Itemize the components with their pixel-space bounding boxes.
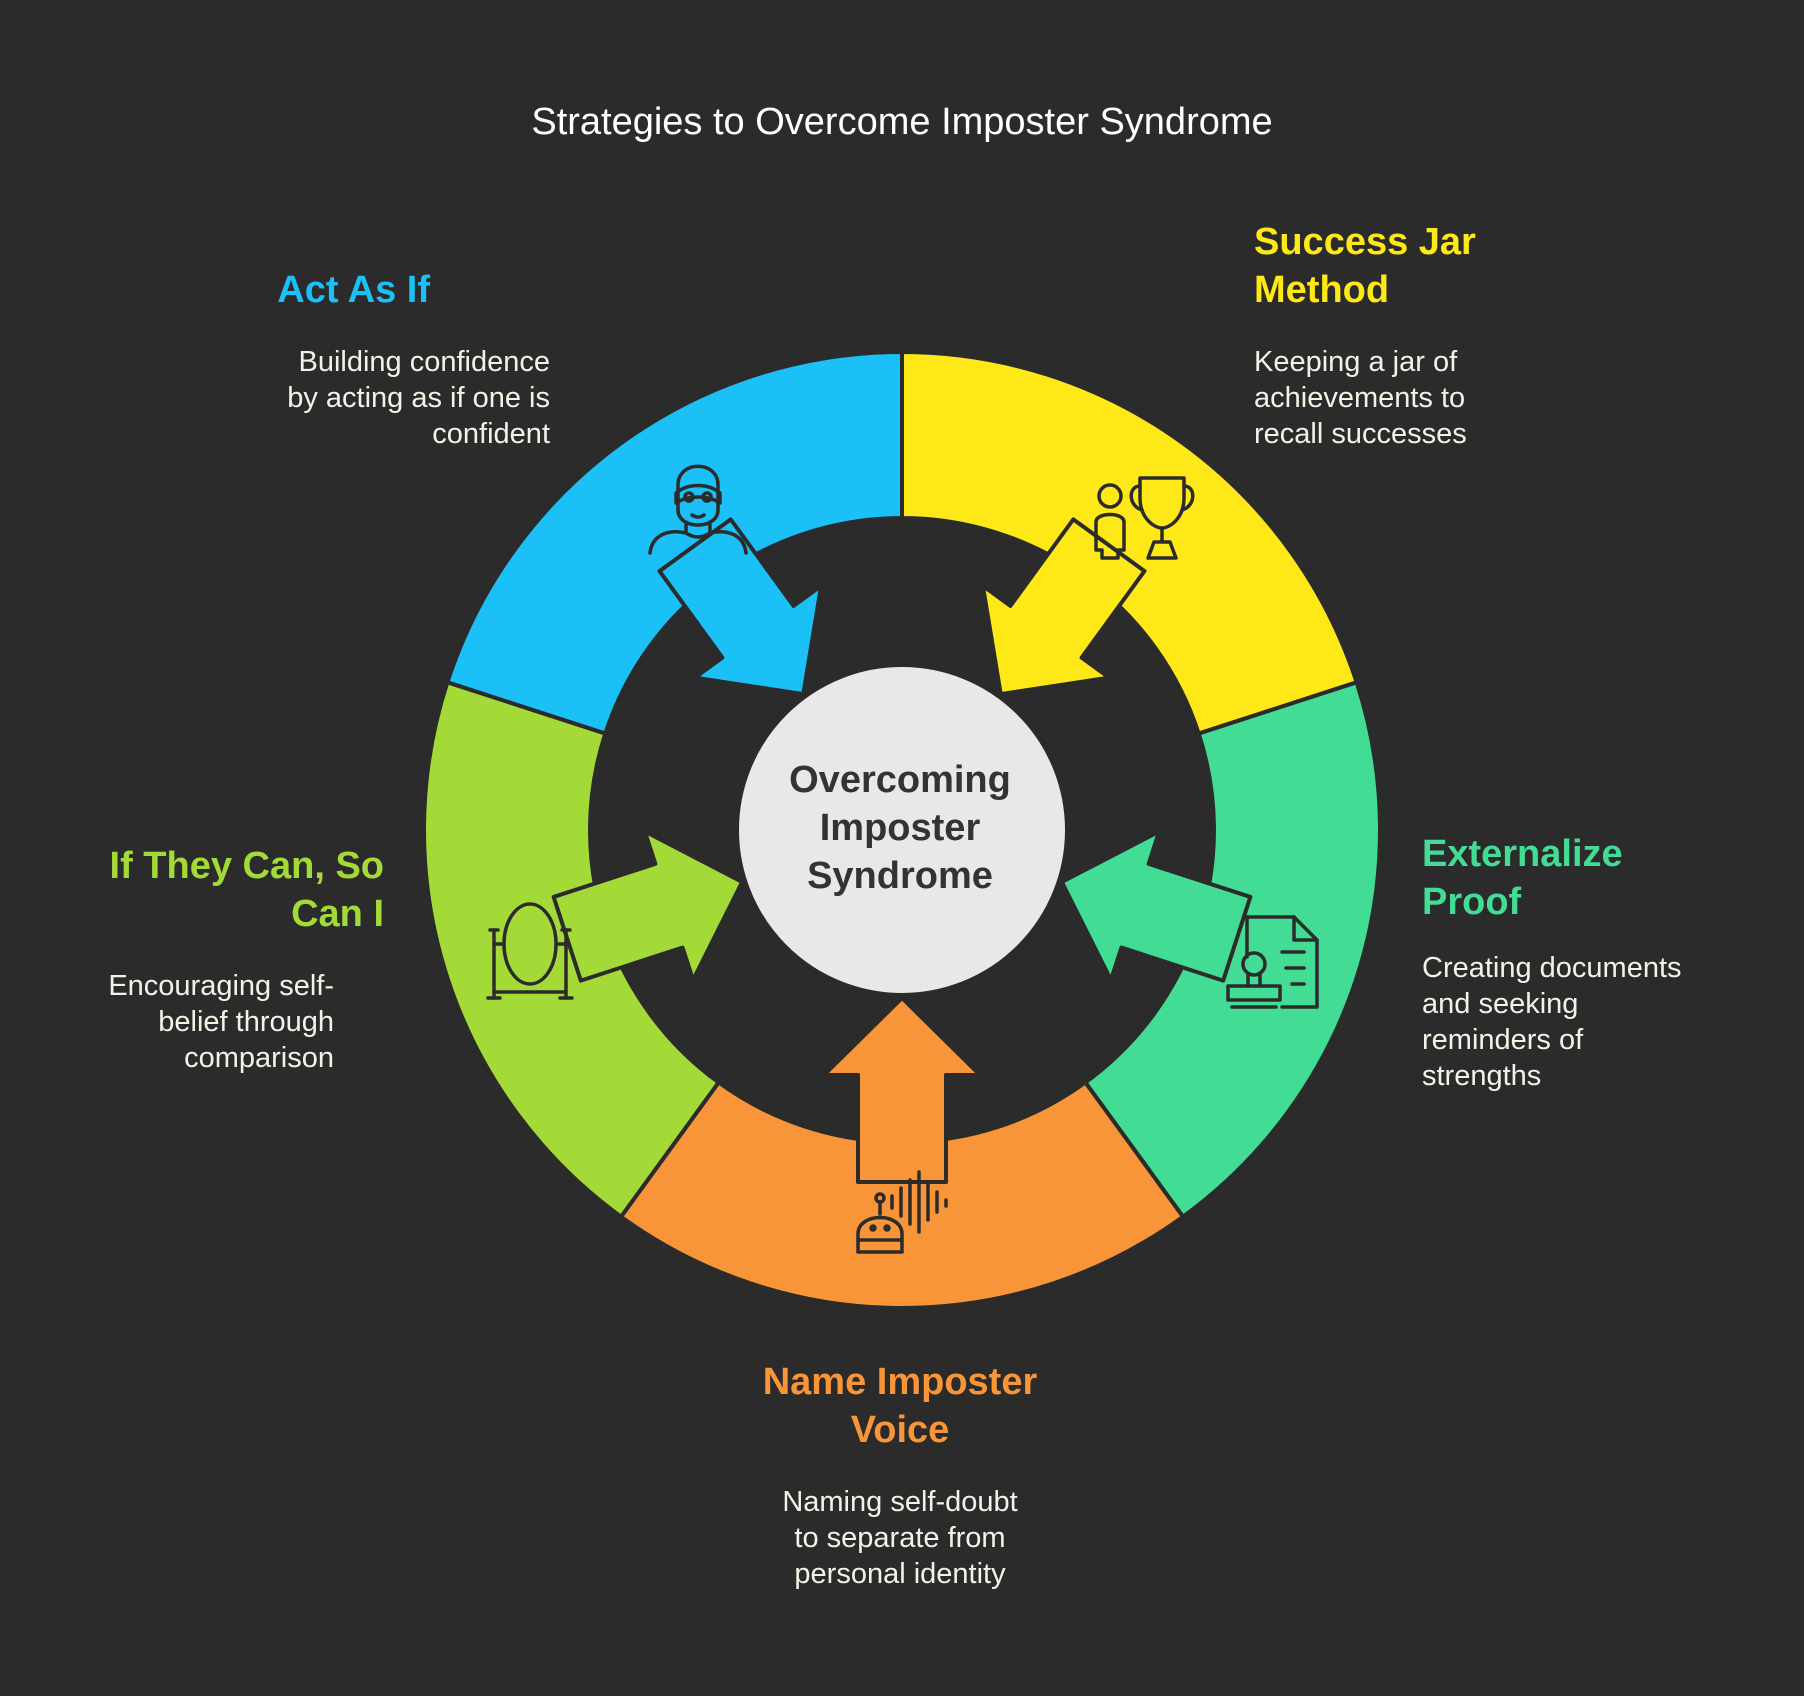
act-as-if-segment — [444, 349, 904, 737]
heading-line: Success Jar — [1254, 221, 1476, 263]
if-they-can-description: Encouraging self- belief through compari… — [34, 968, 334, 1076]
act-as-if-arrow — [657, 517, 824, 697]
center-label: Overcoming Imposter Syndrome — [740, 756, 1060, 900]
name-imposter-voice-arrow — [822, 996, 982, 1184]
heading-line: Proof — [1422, 881, 1522, 923]
document-stamp-icon — [1226, 915, 1319, 1009]
act-as-if-heading: Act As If — [160, 266, 430, 314]
mirror-icon — [486, 902, 574, 1000]
person-trophy-icon — [1094, 476, 1195, 560]
page-title: Strategies to Overcome Imposter Syndrome — [531, 101, 1273, 143]
success-jar-arrow — [980, 517, 1147, 697]
description-line: strengths — [1422, 1060, 1542, 1092]
robot-voice-icon — [856, 1170, 948, 1254]
heading-line: Act As If — [277, 269, 430, 311]
description-line: comparison — [184, 1042, 334, 1074]
description-line: to separate from — [794, 1522, 1006, 1554]
heading-line: Voice — [850, 1409, 950, 1451]
externalize-proof-arrow — [1059, 829, 1253, 983]
center-circle — [735, 663, 1069, 997]
name-imposter-voice-description: Naming self-doubt to separate from perso… — [700, 1484, 1100, 1592]
heading-line: Externalize — [1422, 833, 1623, 875]
description-line: Naming self-doubt — [782, 1486, 1018, 1518]
description-line: Building confidence — [298, 346, 550, 378]
heading-line: Name Imposter — [762, 1361, 1038, 1403]
description-line: Creating documents — [1422, 952, 1682, 984]
if-they-can-arrow — [551, 829, 745, 983]
name-imposter-voice-heading: Name Imposter Voice — [700, 1358, 1100, 1454]
act-as-if-description: Building confidence by acting as if one … — [210, 344, 550, 452]
heading-line: Method — [1254, 269, 1390, 311]
description-line: belief through — [158, 1006, 334, 1038]
center-label-line: Imposter — [819, 807, 981, 849]
success-jar-description: Keeping a jar of achievements to recall … — [1254, 344, 1574, 452]
description-line: personal identity — [794, 1558, 1006, 1590]
description-line: reminders of — [1422, 1024, 1584, 1056]
center-label-line: Syndrome — [807, 855, 993, 897]
externalize-proof-heading: Externalize Proof — [1422, 830, 1742, 926]
externalize-proof-description: Creating documents and seeking reminders… — [1422, 950, 1762, 1094]
heading-line: Can I — [291, 893, 384, 935]
if-they-can-heading: If They Can, So Can I — [62, 842, 384, 938]
center-label-line: Overcoming — [789, 759, 1011, 801]
description-line: confident — [432, 418, 550, 450]
success-jar-heading: Success Jar Method — [1254, 218, 1574, 314]
description-line: recall successes — [1254, 418, 1467, 450]
heading-line: If They Can, So — [109, 845, 384, 887]
description-line: achievements to — [1254, 382, 1466, 414]
success-jar-segment — [900, 349, 1360, 737]
description-line: and seeking — [1422, 988, 1579, 1020]
description-line: Keeping a jar of — [1254, 346, 1458, 378]
description-line: by acting as if one is — [287, 382, 550, 414]
masked-face-icon — [648, 464, 748, 555]
description-line: Encouraging self- — [108, 970, 334, 1002]
